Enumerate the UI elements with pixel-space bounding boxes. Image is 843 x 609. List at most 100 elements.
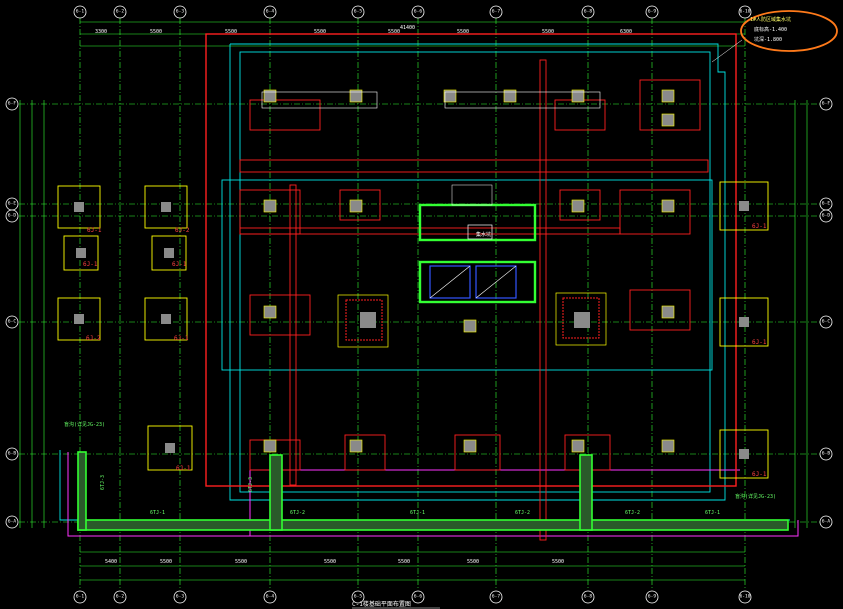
bottom-dimension-value: 5500 — [467, 559, 479, 565]
bottom-dimension-value: 5500 — [552, 559, 564, 565]
axis-label-bottom: 6-1 — [76, 594, 84, 600]
column-block — [571, 199, 585, 213]
footing-label: 6J-2 — [86, 335, 101, 342]
footing-label: 6J-1 — [752, 223, 767, 230]
column-block — [571, 89, 585, 103]
bottom-dimension-value: 5500 — [160, 559, 172, 565]
drain-right-label: 盲沟(详见JG-23) — [735, 493, 776, 500]
axis-label-right: 6-B — [822, 451, 830, 457]
strip-beam-label: 6TJ-1 — [705, 510, 720, 516]
axis-bubble-left — [5, 97, 19, 111]
column-block — [349, 199, 363, 213]
strip-beam-label: 6TJ-2 — [290, 510, 305, 516]
axis-label-top: 6-6 — [414, 9, 422, 15]
footing-column — [74, 202, 84, 212]
footing-label: 6J-1 — [172, 261, 187, 268]
footing-outline — [719, 181, 769, 231]
bottom-dimension-value: 5400 — [105, 559, 117, 565]
annotation-texts: 3300 5500 5500 5500 5500 5500 5500 6300 5400 5500… — [95, 29, 720, 565]
axis-label-right: 6-C — [822, 319, 830, 325]
axis-bubble-top — [581, 5, 595, 19]
drain-left-label: 盲沟(详见JG-23) — [64, 421, 105, 428]
footing-column — [165, 443, 175, 453]
callout-line-1: 1#人防区域集水坑 — [750, 16, 791, 23]
axis-label-top: 6-9 — [648, 9, 656, 15]
axis-bubble-bottom — [263, 590, 277, 604]
axis-label-left: 6-C — [8, 319, 16, 325]
side-left-label: 6TJ-3 — [100, 475, 106, 490]
column-block — [263, 89, 277, 103]
axis-bubble-bottom — [645, 590, 659, 604]
side-mid-label: 6TJ-3 — [248, 477, 254, 492]
axis-label-left: 6-F — [8, 101, 16, 107]
top-dimension-value: 5500 — [150, 29, 162, 35]
axis-label-left: 6-A — [8, 519, 16, 525]
axis-label-top: 6-4 — [266, 9, 274, 15]
axis-label-bottom: 6-7 — [492, 594, 500, 600]
axis-bubble-bottom — [411, 590, 425, 604]
column-block — [263, 305, 277, 319]
drawing-title: C-1楼基础平面布置图 — [352, 600, 411, 608]
column-block — [503, 89, 517, 103]
footing-column — [161, 202, 171, 212]
axis-label-left: 6-E — [8, 201, 16, 207]
footing-label: 6J-1 — [83, 261, 98, 268]
footing-label: 6J-2 — [175, 227, 190, 234]
footing-outline — [719, 297, 769, 347]
axis-bubble-top — [113, 5, 127, 19]
footing-label: 6J-1 — [174, 335, 189, 342]
footing-column — [161, 314, 171, 324]
top-dimension-value: 6300 — [620, 29, 632, 35]
axis-label-bottom: 6-9 — [648, 594, 656, 600]
column-block — [463, 319, 477, 333]
strip-beam-label: 6TJ-2 — [625, 510, 640, 516]
top-dimension-value: 5500 — [542, 29, 554, 35]
pit-note: 集水坑 — [476, 231, 491, 238]
beam-bar — [444, 91, 601, 109]
column-block — [263, 199, 277, 213]
axis-label-left: 6-D — [8, 213, 16, 219]
axis-bubble-right — [819, 209, 833, 223]
strip-beam-label: 6TJ-1 — [410, 510, 425, 516]
column-block — [661, 89, 675, 103]
axis-label-top: 6-3 — [176, 9, 184, 15]
top-dimension-value: 3300 — [95, 29, 107, 35]
side-dimension-lines — [19, 100, 808, 528]
axis-label-bottom: 6-10 — [740, 594, 751, 600]
bottom-dimension-value: 5500 — [235, 559, 247, 565]
beam-bar — [261, 91, 378, 109]
callout-ellipse — [711, 10, 838, 63]
axis-bubble-bottom — [113, 590, 127, 604]
footing-outline — [63, 235, 99, 271]
footing-label: 6J-1 — [87, 227, 102, 234]
bottom-dimension-lines — [80, 551, 745, 581]
axis-bubble-bottom — [581, 590, 595, 604]
red-wall-outline — [205, 33, 737, 487]
axis-label-right: 6-F — [822, 101, 830, 107]
footing-column — [739, 201, 749, 211]
footing-outline — [144, 297, 188, 341]
top-dimension-value: 5500 — [388, 29, 400, 35]
bottom-dimension-value: 5500 — [324, 559, 336, 565]
red-beams — [239, 59, 709, 541]
callout-line-3: 坑深-1.800 — [754, 36, 782, 43]
axis-bubble-right — [819, 315, 833, 329]
top-dimension-value: 5500 — [225, 29, 237, 35]
axis-bubble-bottom — [73, 590, 87, 604]
bottom-dimension-value: 5500 — [398, 559, 410, 565]
core-area — [337, 184, 607, 348]
column-block — [661, 305, 675, 319]
column-block — [263, 439, 277, 453]
axis-bubble-top — [645, 5, 659, 19]
column-block — [349, 439, 363, 453]
axis-bubble-right — [819, 97, 833, 111]
footing-column — [74, 314, 84, 324]
axis-label-bottom: 6-4 — [266, 594, 274, 600]
axis-label-bottom: 6-2 — [116, 594, 124, 600]
axis-bubble-left — [5, 315, 19, 329]
column-block — [661, 439, 675, 453]
axis-bubble-top — [738, 5, 752, 19]
axis-bubble-bottom — [738, 590, 752, 604]
